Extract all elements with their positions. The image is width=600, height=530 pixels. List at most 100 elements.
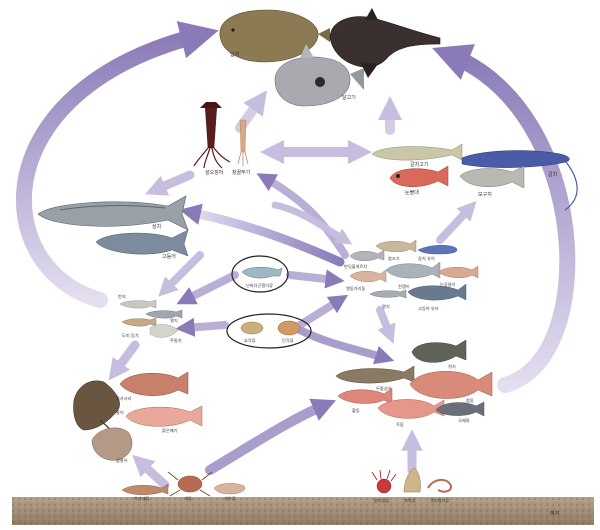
inner-arrows: [108, 90, 477, 490]
mottled-skate: [91, 427, 133, 461]
anglerfish-pelvic: [360, 62, 378, 78]
jack-mackerel: [385, 261, 441, 279]
plankton: 난바다곤쟁이류 요각류 단각류: [226, 255, 312, 349]
bt-label-6: 갯지렁이류: [430, 497, 449, 504]
crab: [177, 475, 203, 493]
anglerfish: [329, 16, 441, 68]
cr-label-5: 전갱이: [398, 283, 410, 290]
ponyfish: [149, 324, 179, 338]
cr-label-4: 열동가리돔: [346, 285, 365, 292]
yellowback-seabream: [337, 387, 393, 405]
arrow-copepod-to-rightlow: [296, 326, 395, 365]
outer-arrows: [15, 21, 576, 393]
right-mid-fish: 갈치고기 눈볼대 갈치 보구치: [371, 143, 578, 211]
ls-label-4: 주둥치: [170, 337, 182, 344]
ll-label-4: 참홍어: [116, 457, 128, 464]
squids: 살오징어 창꼴뚜기: [193, 102, 250, 176]
arrow-crab-to-snapper: [205, 398, 337, 475]
john-dory-label: 달고기: [342, 94, 356, 101]
arrow-copepod-to-left: [175, 317, 229, 337]
arrow-copepod-to-center: [296, 294, 349, 329]
bt-label-3: 새우류: [224, 495, 236, 502]
croaker-small: [437, 265, 479, 279]
krill: [241, 267, 283, 279]
cr-label-8: 멸치: [382, 303, 390, 310]
arrow-plankton-to-center: [286, 269, 345, 289]
gastropod: [403, 467, 421, 493]
shrimp: [213, 483, 246, 495]
copepod: [240, 321, 264, 335]
right-loop-arrow: [432, 44, 576, 393]
hairtail: [461, 150, 570, 168]
arrow-squid-mackerel: [145, 170, 195, 196]
common-squid-arms: [193, 147, 231, 169]
anchovy-center: [369, 289, 407, 299]
left-low-fish: 홍어 불가사리 붉은메기 참홍어: [73, 371, 203, 464]
bluefin-gurnard-like: [349, 249, 385, 261]
spanish-mackerel-stripe: [59, 205, 166, 211]
ll-label-1: 불가사리: [116, 395, 132, 402]
skipjack-label: 갈치고기: [410, 161, 428, 168]
red-seabream: [409, 371, 493, 399]
spanish-mackerel-label: 삼치: [152, 223, 161, 230]
flounder-eye: [231, 28, 235, 32]
rl-label-1: 쥐치: [448, 363, 456, 370]
mackerels: 삼치 고등어: [37, 195, 189, 260]
gizzard-shad: [119, 299, 157, 309]
juvenile-mackerel: [407, 283, 467, 301]
bt-label-5: 복족류: [404, 498, 416, 504]
chub-mackerel: [95, 229, 189, 257]
anglerfish-fin: [365, 8, 378, 20]
cloudy-catshark: [335, 365, 415, 384]
common-squid: [204, 103, 218, 149]
scorpionfish: [119, 371, 189, 396]
yellow-croaker: [375, 239, 417, 253]
skipjack-like: [371, 143, 463, 161]
arrow-center-to-rightlow: [376, 306, 396, 344]
spear-squid-arms: [237, 151, 249, 166]
blackthroat-seaperch: [389, 165, 449, 187]
arrow-left-small-down: [108, 340, 140, 381]
arrow-crab-to-ray: [132, 454, 170, 490]
ls-label-3: 도미 등치: [122, 332, 139, 339]
amphipod-label: 단각류: [282, 337, 294, 344]
left-small-fish: 반지 멸치 도미 등치 주둥치: [118, 293, 183, 344]
cr-label-1: 반딧불게르치: [344, 263, 367, 270]
spear-squid-label: 창꼴뚜기: [232, 169, 250, 176]
ls-label-2: 멸치: [170, 317, 178, 324]
spanish-mackerel: [37, 195, 189, 231]
common-squid-fin: [200, 102, 222, 108]
center-right-fish: 반딧불게르치 참조기 갈치 유어 열동가리돔 전갱이 눈강달이 고등어 유어 멸…: [344, 239, 479, 312]
cr-label-2: 참조기: [388, 255, 400, 262]
right-low-fish: 쥐치 두툽상어 참돔 옥돔 황돔 국제화: [335, 339, 493, 428]
ls-label-1: 반지: [118, 293, 126, 300]
seabed-texture: [12, 497, 594, 525]
arrow-plankton-to-left: [176, 271, 239, 305]
cardinalfish: [349, 269, 387, 283]
filefish: [411, 339, 467, 363]
chub-mackerel-label: 고등어: [162, 253, 176, 260]
john-dory: [274, 56, 351, 107]
small-bream: [121, 317, 157, 327]
arrow-center-to-croaker: [436, 200, 477, 244]
seaperch-label: 눈볼대: [405, 189, 419, 196]
john-dory-spine: [300, 44, 314, 58]
croaker-label: 보구치: [478, 191, 492, 198]
copepod-amphipod-outline: [226, 313, 312, 349]
flounder-label: 넙치: [230, 51, 239, 58]
arrow-mid-link: [271, 201, 353, 245]
seabed: 해저: [12, 497, 594, 525]
seabed-label: 해저: [550, 510, 559, 517]
anchovy-left: [145, 309, 183, 319]
arrow-to-left-small: [158, 251, 204, 297]
cr-label-7: 고등어 유어: [418, 305, 439, 312]
skate: [73, 380, 120, 431]
rockfish: [125, 405, 203, 427]
sea-anemone: [376, 478, 392, 494]
bt-label-2: 게류: [184, 495, 192, 502]
benthos: 쏙가재류 게류 새우류 말미잘류 복족류 갯지렁이류: [121, 467, 452, 504]
amphipod: [277, 320, 301, 336]
anglerfish-label: 황아귀: [360, 58, 374, 65]
common-squid-label: 살오징어: [205, 169, 223, 176]
